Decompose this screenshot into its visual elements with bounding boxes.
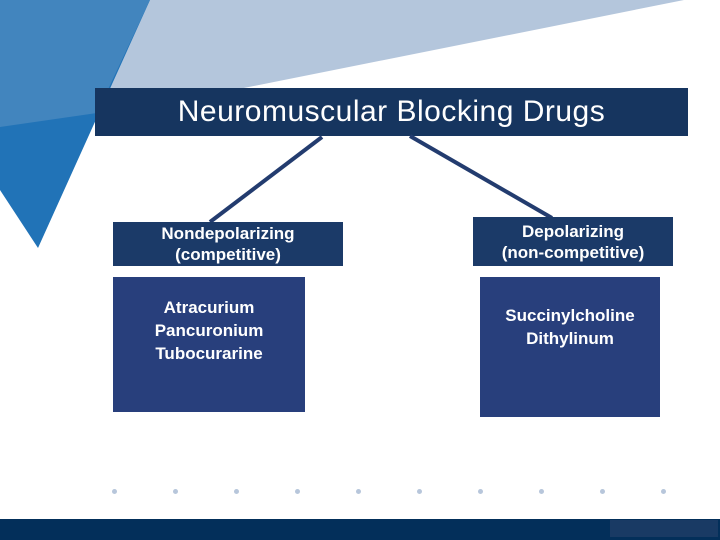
category-label-line2: (competitive) [175,245,281,264]
connector-right-line [408,134,554,220]
dot-marker [234,489,239,494]
dot-marker [295,489,300,494]
category-box-nondepolarizing: Nondepolarizing (competitive) [113,222,343,266]
drug-list-box-nondepolarizing: Atracurium Pancuronium Tubocurarine [113,277,305,412]
dot-marker [173,489,178,494]
category-box-depolarizing: Depolarizing (non-competitive) [473,217,673,266]
dot-marker [356,489,361,494]
drug-name: Dithylinum [526,329,614,348]
drug-name: Pancuronium [154,321,264,340]
dot-marker [417,489,422,494]
slide-title: Neuromuscular Blocking Drugs [177,95,606,128]
drug-name: Succinylcholine [505,306,635,325]
slide-footer-bar [0,519,720,540]
slide-title-bar: Neuromuscular Blocking Drugs [95,88,688,136]
drug-name: Tubocurarine [155,344,263,363]
dot-marker [661,489,666,494]
category-label-line1: Nondepolarizing [161,224,295,243]
drug-list-box-depolarizing: Succinylcholine Dithylinum [480,277,660,417]
dot-marker [600,489,605,494]
drug-name: Atracurium [163,298,255,317]
category-label-line2: (non-competitive) [501,242,645,262]
footer-accent-rectangle [610,520,718,537]
dot-marker [112,489,117,494]
dot-marker [478,489,483,494]
dot-marker [539,489,544,494]
category-label-line1: Depolarizing [521,221,624,241]
connector-left-line [208,135,324,224]
